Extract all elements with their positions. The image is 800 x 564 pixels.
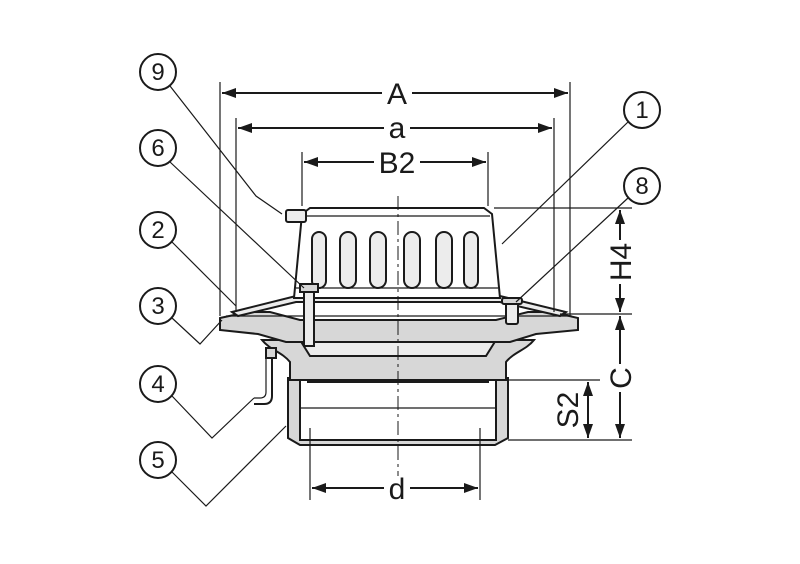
dim-label-d: d (389, 473, 406, 506)
callout-circle-4 (139, 365, 177, 403)
callout-circle-1 (623, 91, 661, 129)
leader-1 (501, 121, 629, 245)
strainer-slot (369, 231, 387, 289)
callout-circle-3 (139, 287, 177, 325)
strainer-slot (311, 231, 327, 289)
strainer-slot (403, 231, 421, 289)
clamp-bolt-head (299, 283, 319, 293)
strainer-slot (339, 231, 357, 289)
dim-label-a: a (389, 112, 406, 145)
callout-label-6: 6 (151, 135, 164, 162)
leader-9 (169, 85, 283, 215)
leader-3 (171, 317, 223, 345)
callout-label-1: 1 (635, 97, 648, 124)
strainer-slot (435, 231, 453, 289)
leader-2 (171, 241, 237, 307)
heating-cable-cap (265, 347, 277, 359)
callout-circle-6 (139, 129, 177, 167)
dim-label-B2: B2 (379, 147, 416, 180)
leader-8 (515, 197, 629, 303)
dimension-labels: A a B2 d H4 C S2 (374, 78, 638, 506)
drain-drawing (219, 196, 579, 500)
callout-label-8: 8 (635, 173, 648, 200)
heating-cable (254, 356, 273, 405)
callout-circle-9 (139, 53, 177, 91)
strainer-slot (463, 231, 479, 289)
clamp-bolt (303, 285, 315, 347)
dim-label-H4: H4 (605, 243, 638, 281)
flange-screw-head (501, 297, 523, 305)
leader-6 (169, 161, 305, 289)
callout-label-2: 2 (151, 217, 164, 244)
strainer-screw (285, 209, 307, 223)
strainer-slots (311, 231, 479, 289)
callout-circle-5 (139, 441, 177, 479)
dim-label-S2: S2 (552, 392, 585, 429)
heating-cable-inner (254, 358, 267, 399)
callout-circle-2 (139, 211, 177, 249)
leader-4 (171, 395, 255, 439)
callouts: 9 6 2 3 4 5 1 8 (139, 53, 661, 507)
dim-label-C: C (605, 367, 638, 389)
leader-5 (171, 425, 287, 507)
dim-label-A: A (387, 78, 407, 111)
callout-label-4: 4 (151, 371, 164, 398)
callout-label-5: 5 (151, 447, 164, 474)
callout-label-9: 9 (151, 59, 164, 86)
callout-label-3: 3 (151, 293, 164, 320)
callout-circle-8 (623, 167, 661, 205)
